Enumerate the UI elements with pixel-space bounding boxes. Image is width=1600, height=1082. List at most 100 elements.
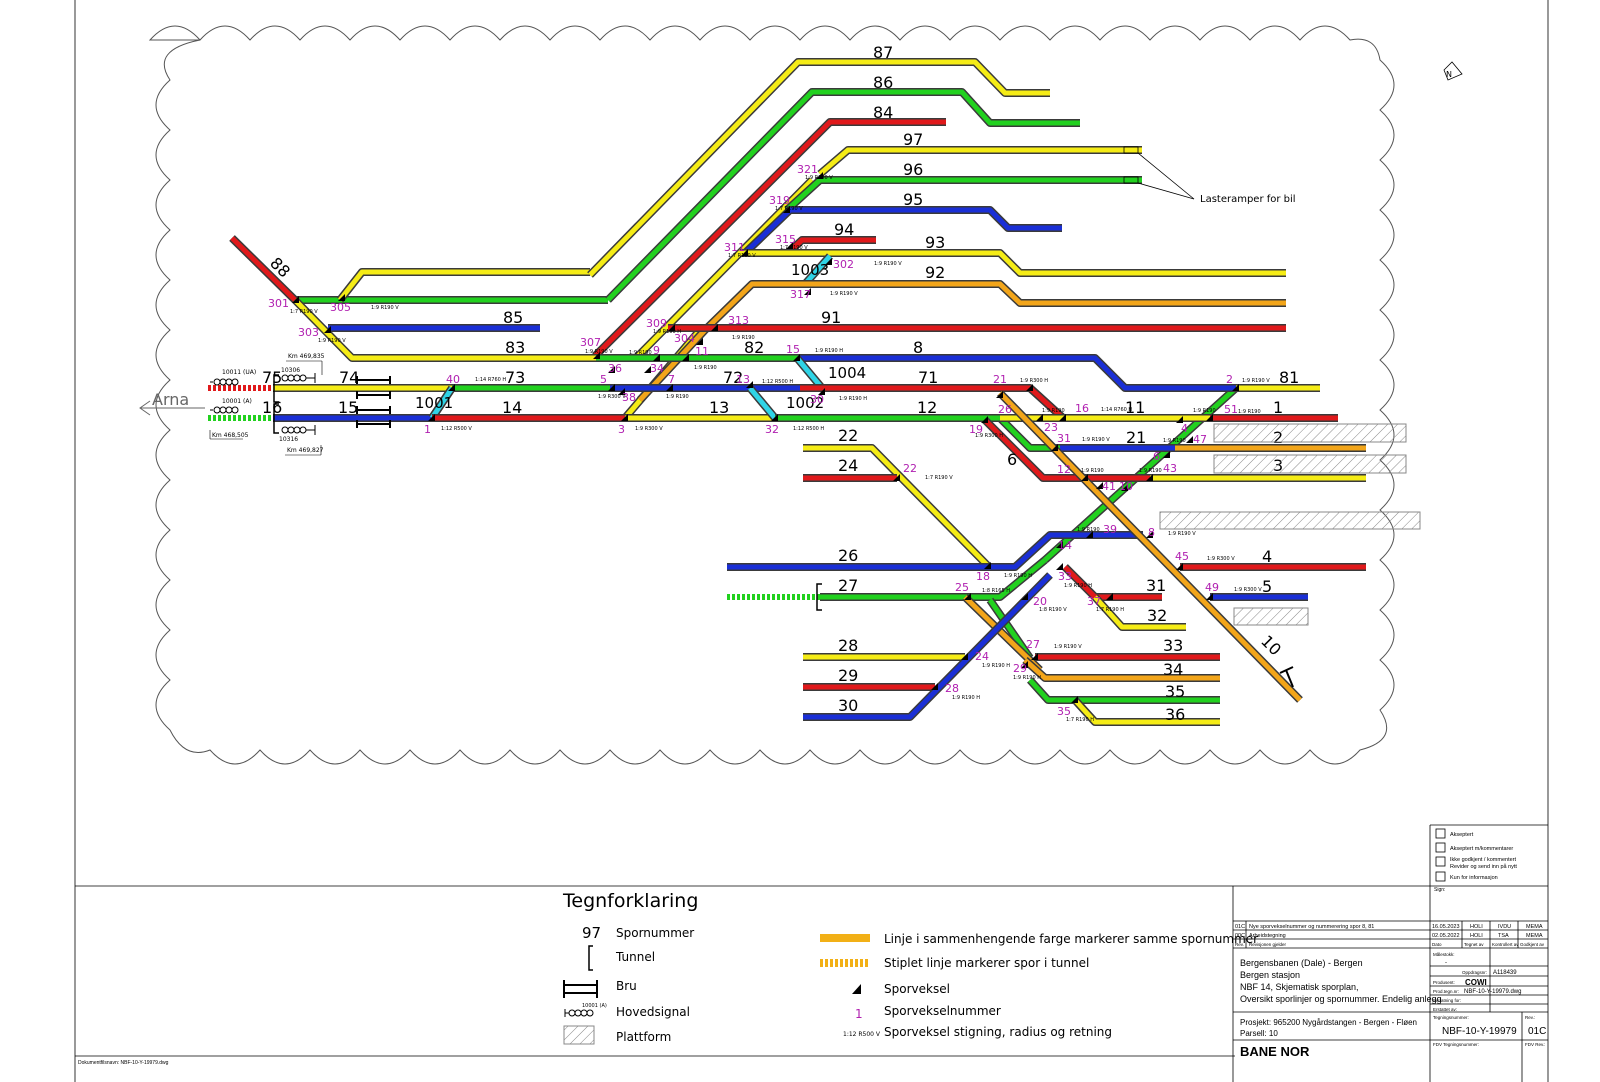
approval-checkbox[interactable]	[1435, 871, 1446, 882]
switch-39[interactable]: 391:9 R190	[1077, 523, 1117, 538]
track-86[interactable]	[605, 88, 1080, 303]
switch-28[interactable]: 281:9 R190 H	[931, 682, 980, 701]
switch-41[interactable]: 41	[1096, 480, 1116, 493]
svg-text:Bergen stasjon: Bergen stasjon	[1240, 970, 1300, 980]
switch-14[interactable]: 14	[1056, 539, 1072, 552]
switch-33[interactable]: 331:9 R190 H	[1056, 563, 1092, 589]
switch-20[interactable]: 201:8 R190 V	[1021, 593, 1067, 613]
track-97[interactable]	[817, 146, 1142, 178]
track-83[interactable]	[292, 297, 620, 362]
track-10[interactable]	[997, 390, 1303, 703]
track-8[interactable]	[800, 354, 1236, 392]
switch-304[interactable]: 304	[674, 332, 703, 345]
switch-29[interactable]: 291:9 R190 H	[1013, 661, 1041, 681]
track-36[interactable]	[1072, 697, 1220, 726]
track-35[interactable]	[1027, 677, 1220, 704]
track-88[interactable]	[229, 235, 298, 303]
track-1004[interactable]	[793, 355, 826, 391]
switch-marker-icon	[682, 354, 689, 361]
switch-marker-icon	[711, 324, 718, 331]
svg-text:Målestokk:: Målestokk:	[1433, 951, 1455, 957]
track-34[interactable]	[1022, 657, 1220, 682]
switch-5[interactable]: 51:9 R300 V	[598, 373, 626, 400]
track-93[interactable]	[740, 249, 1286, 277]
track-1002[interactable]	[746, 385, 779, 421]
switch-23[interactable]: 23	[1036, 414, 1058, 434]
switch-36[interactable]: 361:9 R190	[608, 350, 652, 375]
switch-number: 321	[797, 163, 818, 176]
approval-checkbox[interactable]	[1435, 828, 1446, 839]
switch-47[interactable]: 47	[1186, 433, 1207, 446]
switch-spec: 1:9 R190	[1139, 468, 1162, 474]
switch-37[interactable]: 371:7 R190 H	[1087, 593, 1124, 613]
track-number: 8	[913, 338, 923, 357]
switch-7[interactable]: 7	[666, 373, 675, 391]
switch-spec: 1:9 R190	[1077, 527, 1100, 533]
drawing-description: Bergensbanen (Dale) - Bergen	[1240, 958, 1363, 968]
switch-number: 13	[736, 373, 750, 386]
switch-6[interactable]: 61:9 R190	[1153, 438, 1186, 463]
switch-11[interactable]: 11	[682, 345, 709, 361]
switch-24[interactable]: 241:9 R190 H	[961, 650, 1010, 669]
track-30[interactable]	[803, 572, 1053, 721]
track-26[interactable]	[727, 531, 1143, 571]
switch-9[interactable]: 9	[653, 344, 660, 361]
track-32[interactable]	[1092, 594, 1186, 631]
switch-number: 8	[1148, 526, 1155, 539]
switch-22[interactable]: 221:7 R190 V	[893, 462, 953, 481]
switch-4[interactable]: 41:9 R190	[1176, 408, 1216, 435]
switch-19[interactable]: 191:9 R300 H	[969, 416, 1003, 439]
switch-35[interactable]: 351:7 R190 H	[1057, 696, 1094, 723]
svg-text:Sporvekselnummer: Sporvekselnummer	[884, 1004, 1001, 1018]
track-95[interactable]	[742, 206, 1062, 256]
track-1003[interactable]	[802, 253, 833, 287]
track-87[interactable]	[587, 58, 1050, 278]
track-number: 1004	[828, 364, 866, 382]
approval-checkbox[interactable]	[1435, 856, 1446, 867]
track-22[interactable]	[803, 444, 991, 569]
switch-10[interactable]: 101:9 R190	[1119, 468, 1162, 493]
track-84[interactable]	[592, 118, 946, 359]
track-1001[interactable]	[428, 385, 456, 421]
track-6[interactable]	[982, 417, 1150, 482]
track-96[interactable]	[784, 176, 1142, 213]
track-92[interactable]	[702, 280, 1286, 333]
switch-43[interactable]: 43	[1146, 462, 1177, 481]
switch-marker-icon	[1071, 696, 1078, 703]
approval-checkbox[interactable]	[1435, 842, 1446, 853]
